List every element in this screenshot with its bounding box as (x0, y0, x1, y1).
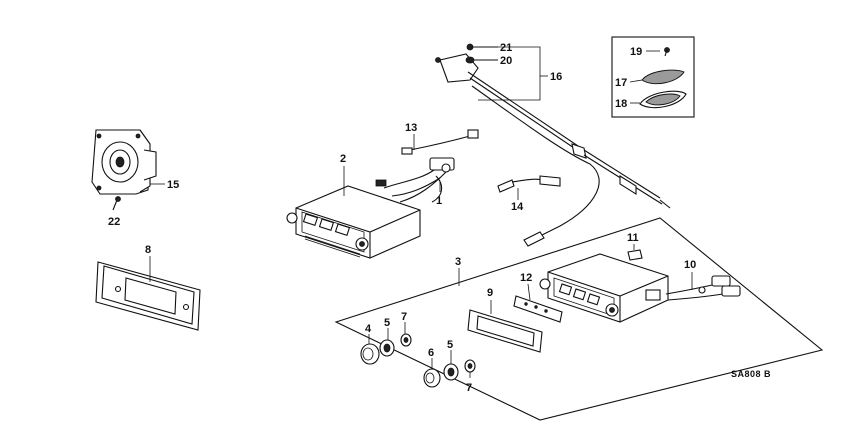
diagram-code: SA808 B (731, 369, 771, 379)
knob-ring-upper (379, 339, 395, 357)
small-knob (627, 249, 643, 261)
callout-6: 6 (428, 347, 434, 359)
speaker (91, 129, 157, 195)
callout-1: 1 (436, 195, 442, 207)
antenna-washer (465, 56, 498, 64)
callout-9: 9 (487, 287, 493, 299)
knob-ring-lower (443, 363, 459, 381)
callout-17: 17 (615, 77, 627, 89)
speaker-screw (112, 196, 121, 211)
callout-14: 14 (511, 201, 524, 213)
lens-screw (664, 47, 670, 57)
callout-4: 4 (365, 323, 372, 335)
callout-15: 15 (167, 179, 179, 191)
wiring-harness (375, 129, 479, 203)
callout-5a: 5 (384, 317, 390, 329)
kit-radio-unit (539, 253, 669, 323)
kit-harness (665, 275, 741, 301)
callout-22: 22 (108, 216, 120, 228)
radio-kit-outline (334, 217, 824, 421)
trim-strip (513, 295, 563, 323)
callout-10: 10 (684, 259, 696, 271)
callout-19: 19 (630, 46, 642, 58)
callout-21: 21 (500, 42, 512, 54)
lens-gasket (639, 90, 687, 109)
callout-11: 11 (627, 232, 639, 244)
callout-16: 16 (550, 71, 562, 83)
kit-bezel (467, 309, 543, 353)
knob-nut-upper (400, 333, 412, 347)
knob-small (423, 368, 441, 388)
callout-7b: 7 (466, 382, 472, 394)
callout-5b: 5 (447, 339, 453, 351)
knob-large (360, 343, 380, 365)
lens-inset-box (611, 36, 695, 118)
callout-12: 12 (520, 272, 532, 284)
callout-7a: 7 (401, 311, 407, 323)
radio-unit (286, 185, 421, 259)
callout-18: 18 (615, 98, 627, 110)
callout-8: 8 (145, 244, 151, 256)
callout-13: 13 (405, 122, 417, 134)
callout-20: 20 (500, 55, 512, 67)
knob-nut-lower (464, 359, 476, 373)
antenna-bolt (466, 43, 498, 51)
callout-2: 2 (340, 153, 346, 165)
antenna-lead (497, 175, 561, 193)
lens (641, 69, 685, 85)
callout-3: 3 (455, 256, 461, 268)
bezel-panel (95, 261, 201, 331)
